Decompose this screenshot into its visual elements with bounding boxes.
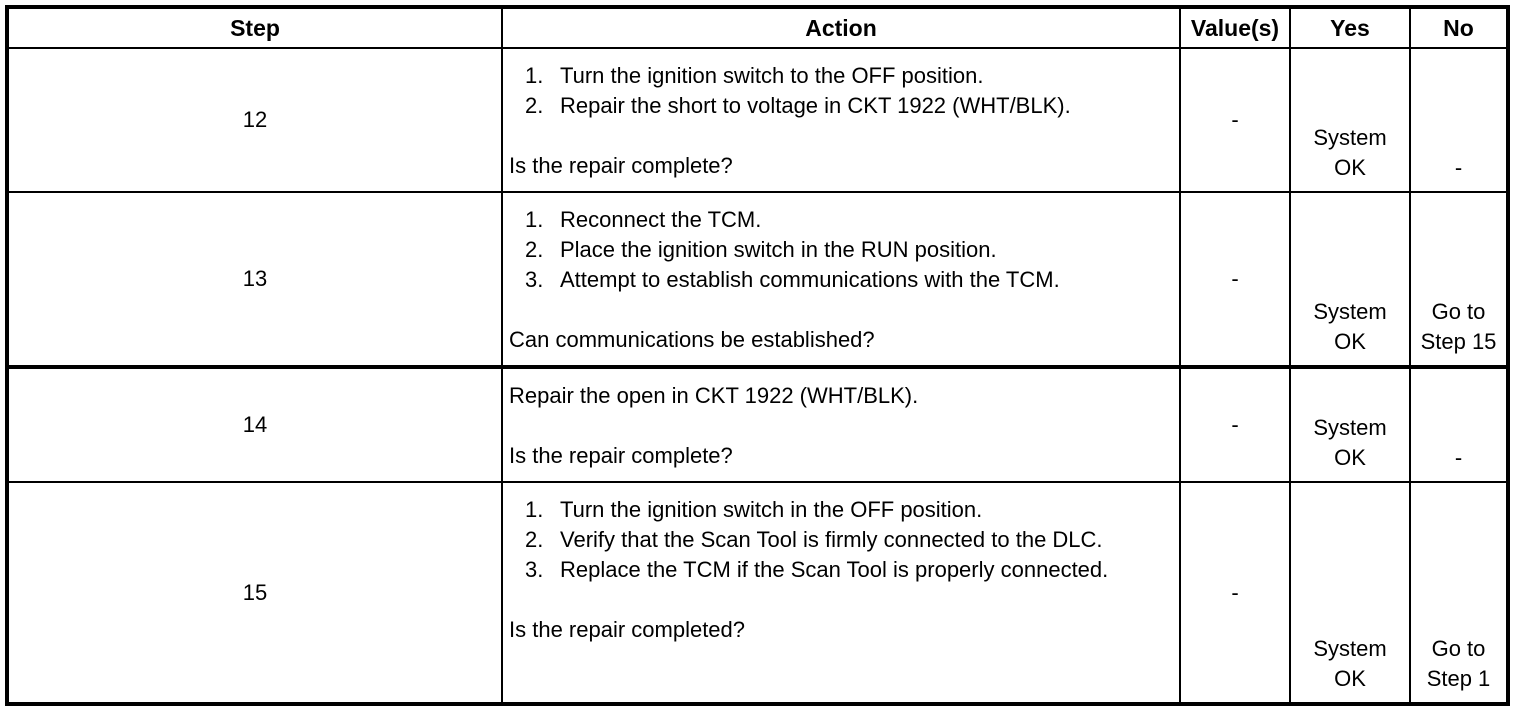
- action-step-text: Turn the ignition switch to the OFF posi…: [560, 63, 984, 88]
- action-question: Is the repair completed?: [509, 617, 746, 642]
- action-cell: 1. Reconnect the TCM. 2. Place the ignit…: [501, 191, 1181, 369]
- table-row: 13 1. Reconnect the TCM. 2. Place the ig…: [6, 191, 1509, 369]
- yes-line-2: OK: [1334, 329, 1366, 354]
- action-step-item: 3. Replace the TCM if the Scan Tool is p…: [509, 555, 1171, 585]
- action-step-list: 1. Turn the ignition switch in the OFF p…: [509, 495, 1171, 585]
- list-marker: 2.: [525, 527, 544, 552]
- yes-line-1: System: [1313, 636, 1387, 661]
- table-row: 15 1. Turn the ignition switch in the OF…: [6, 481, 1509, 705]
- action-cell: Repair the open in CKT 1922 (WHT/BLK). I…: [501, 366, 1181, 483]
- list-marker: 3.: [525, 267, 544, 292]
- diagnostic-procedure-table: Step Action Value(s) Yes No 12 1. Turn t…: [5, 5, 1510, 706]
- no-cell: Go to Step 1: [1409, 481, 1509, 705]
- table-body: 12 1. Turn the ignition switch to the OF…: [6, 47, 1509, 705]
- yes-line-2: OK: [1334, 666, 1366, 691]
- action-step-item: 1. Turn the ignition switch in the OFF p…: [509, 495, 1171, 525]
- list-marker: 2.: [525, 93, 544, 118]
- action-step-item: 2. Verify that the Scan Tool is firmly c…: [509, 525, 1171, 555]
- step-number: 13: [6, 191, 503, 369]
- column-header-action: Action: [501, 6, 1181, 49]
- action-step-item: 1. Reconnect the TCM.: [509, 205, 1171, 235]
- no-line-1: -: [1454, 155, 1463, 180]
- action-question: Is the repair complete?: [509, 443, 733, 468]
- yes-cell: System OK: [1289, 47, 1411, 193]
- value-cell: -: [1179, 191, 1291, 369]
- column-header-value: Value(s): [1179, 6, 1291, 49]
- list-marker: 1.: [525, 207, 544, 232]
- no-line-1: Go to: [1431, 299, 1486, 324]
- action-question: Is the repair complete?: [509, 153, 733, 178]
- yes-line-1: System: [1313, 415, 1387, 440]
- value-cell: -: [1179, 366, 1291, 483]
- yes-line-1: System: [1313, 299, 1387, 324]
- table-row: 12 1. Turn the ignition switch to the OF…: [6, 47, 1509, 193]
- no-line-1: -: [1454, 445, 1463, 470]
- no-cell: -: [1409, 47, 1509, 193]
- action-step-list: 1. Turn the ignition switch to the OFF p…: [509, 61, 1171, 121]
- table-header: Step Action Value(s) Yes No: [6, 6, 1509, 49]
- yes-line-2: OK: [1334, 155, 1366, 180]
- action-step-text: Repair the short to voltage in CKT 1922 …: [560, 93, 1071, 118]
- yes-line-2: OK: [1334, 445, 1366, 470]
- action-cell: 1. Turn the ignition switch to the OFF p…: [501, 47, 1181, 193]
- action-question: Can communications be established?: [509, 327, 875, 352]
- table-row: 14 Repair the open in CKT 1922 (WHT/BLK)…: [6, 366, 1509, 483]
- yes-cell: System OK: [1289, 366, 1411, 483]
- column-header-no: No: [1409, 6, 1509, 49]
- action-step-item: 1. Turn the ignition switch to the OFF p…: [509, 61, 1171, 91]
- action-step-list: 1. Reconnect the TCM. 2. Place the ignit…: [509, 205, 1171, 295]
- list-marker: 2.: [525, 237, 544, 262]
- column-header-step: Step: [6, 6, 503, 49]
- action-cell: 1. Turn the ignition switch in the OFF p…: [501, 481, 1181, 705]
- no-cell: Go to Step 15: [1409, 191, 1509, 369]
- no-line-1: Go to: [1431, 636, 1486, 661]
- no-line-2: Step 1: [1426, 666, 1491, 691]
- no-line-2: Step 15: [1420, 329, 1497, 354]
- step-number: 15: [6, 481, 503, 705]
- action-step-item: 3. Attempt to establish communications w…: [509, 265, 1171, 295]
- action-step-text: Attempt to establish communications with…: [560, 267, 1060, 292]
- action-step-item: 2. Repair the short to voltage in CKT 19…: [509, 91, 1171, 121]
- step-number: 12: [6, 47, 503, 193]
- action-step-text: Replace the TCM if the Scan Tool is prop…: [560, 557, 1109, 582]
- action-step-text: Verify that the Scan Tool is firmly conn…: [560, 527, 1103, 552]
- no-cell: -: [1409, 366, 1509, 483]
- action-step-text: Reconnect the TCM.: [560, 207, 762, 232]
- step-number: 14: [6, 366, 503, 483]
- value-cell: -: [1179, 47, 1291, 193]
- value-cell: -: [1179, 481, 1291, 705]
- list-marker: 1.: [525, 63, 544, 88]
- action-step-item: 2. Place the ignition switch in the RUN …: [509, 235, 1171, 265]
- diagnostic-table-page: Step Action Value(s) Yes No 12 1. Turn t…: [5, 5, 1510, 706]
- list-marker: 1.: [525, 497, 544, 522]
- yes-cell: System OK: [1289, 191, 1411, 369]
- action-step-text: Place the ignition switch in the RUN pos…: [560, 237, 997, 262]
- action-lead-text: Repair the open in CKT 1922 (WHT/BLK).: [509, 383, 919, 408]
- column-header-yes: Yes: [1289, 6, 1411, 49]
- header-row: Step Action Value(s) Yes No: [6, 6, 1509, 49]
- action-step-text: Turn the ignition switch in the OFF posi…: [560, 497, 983, 522]
- yes-cell: System OK: [1289, 481, 1411, 705]
- yes-line-1: System: [1313, 125, 1387, 150]
- list-marker: 3.: [525, 557, 544, 582]
